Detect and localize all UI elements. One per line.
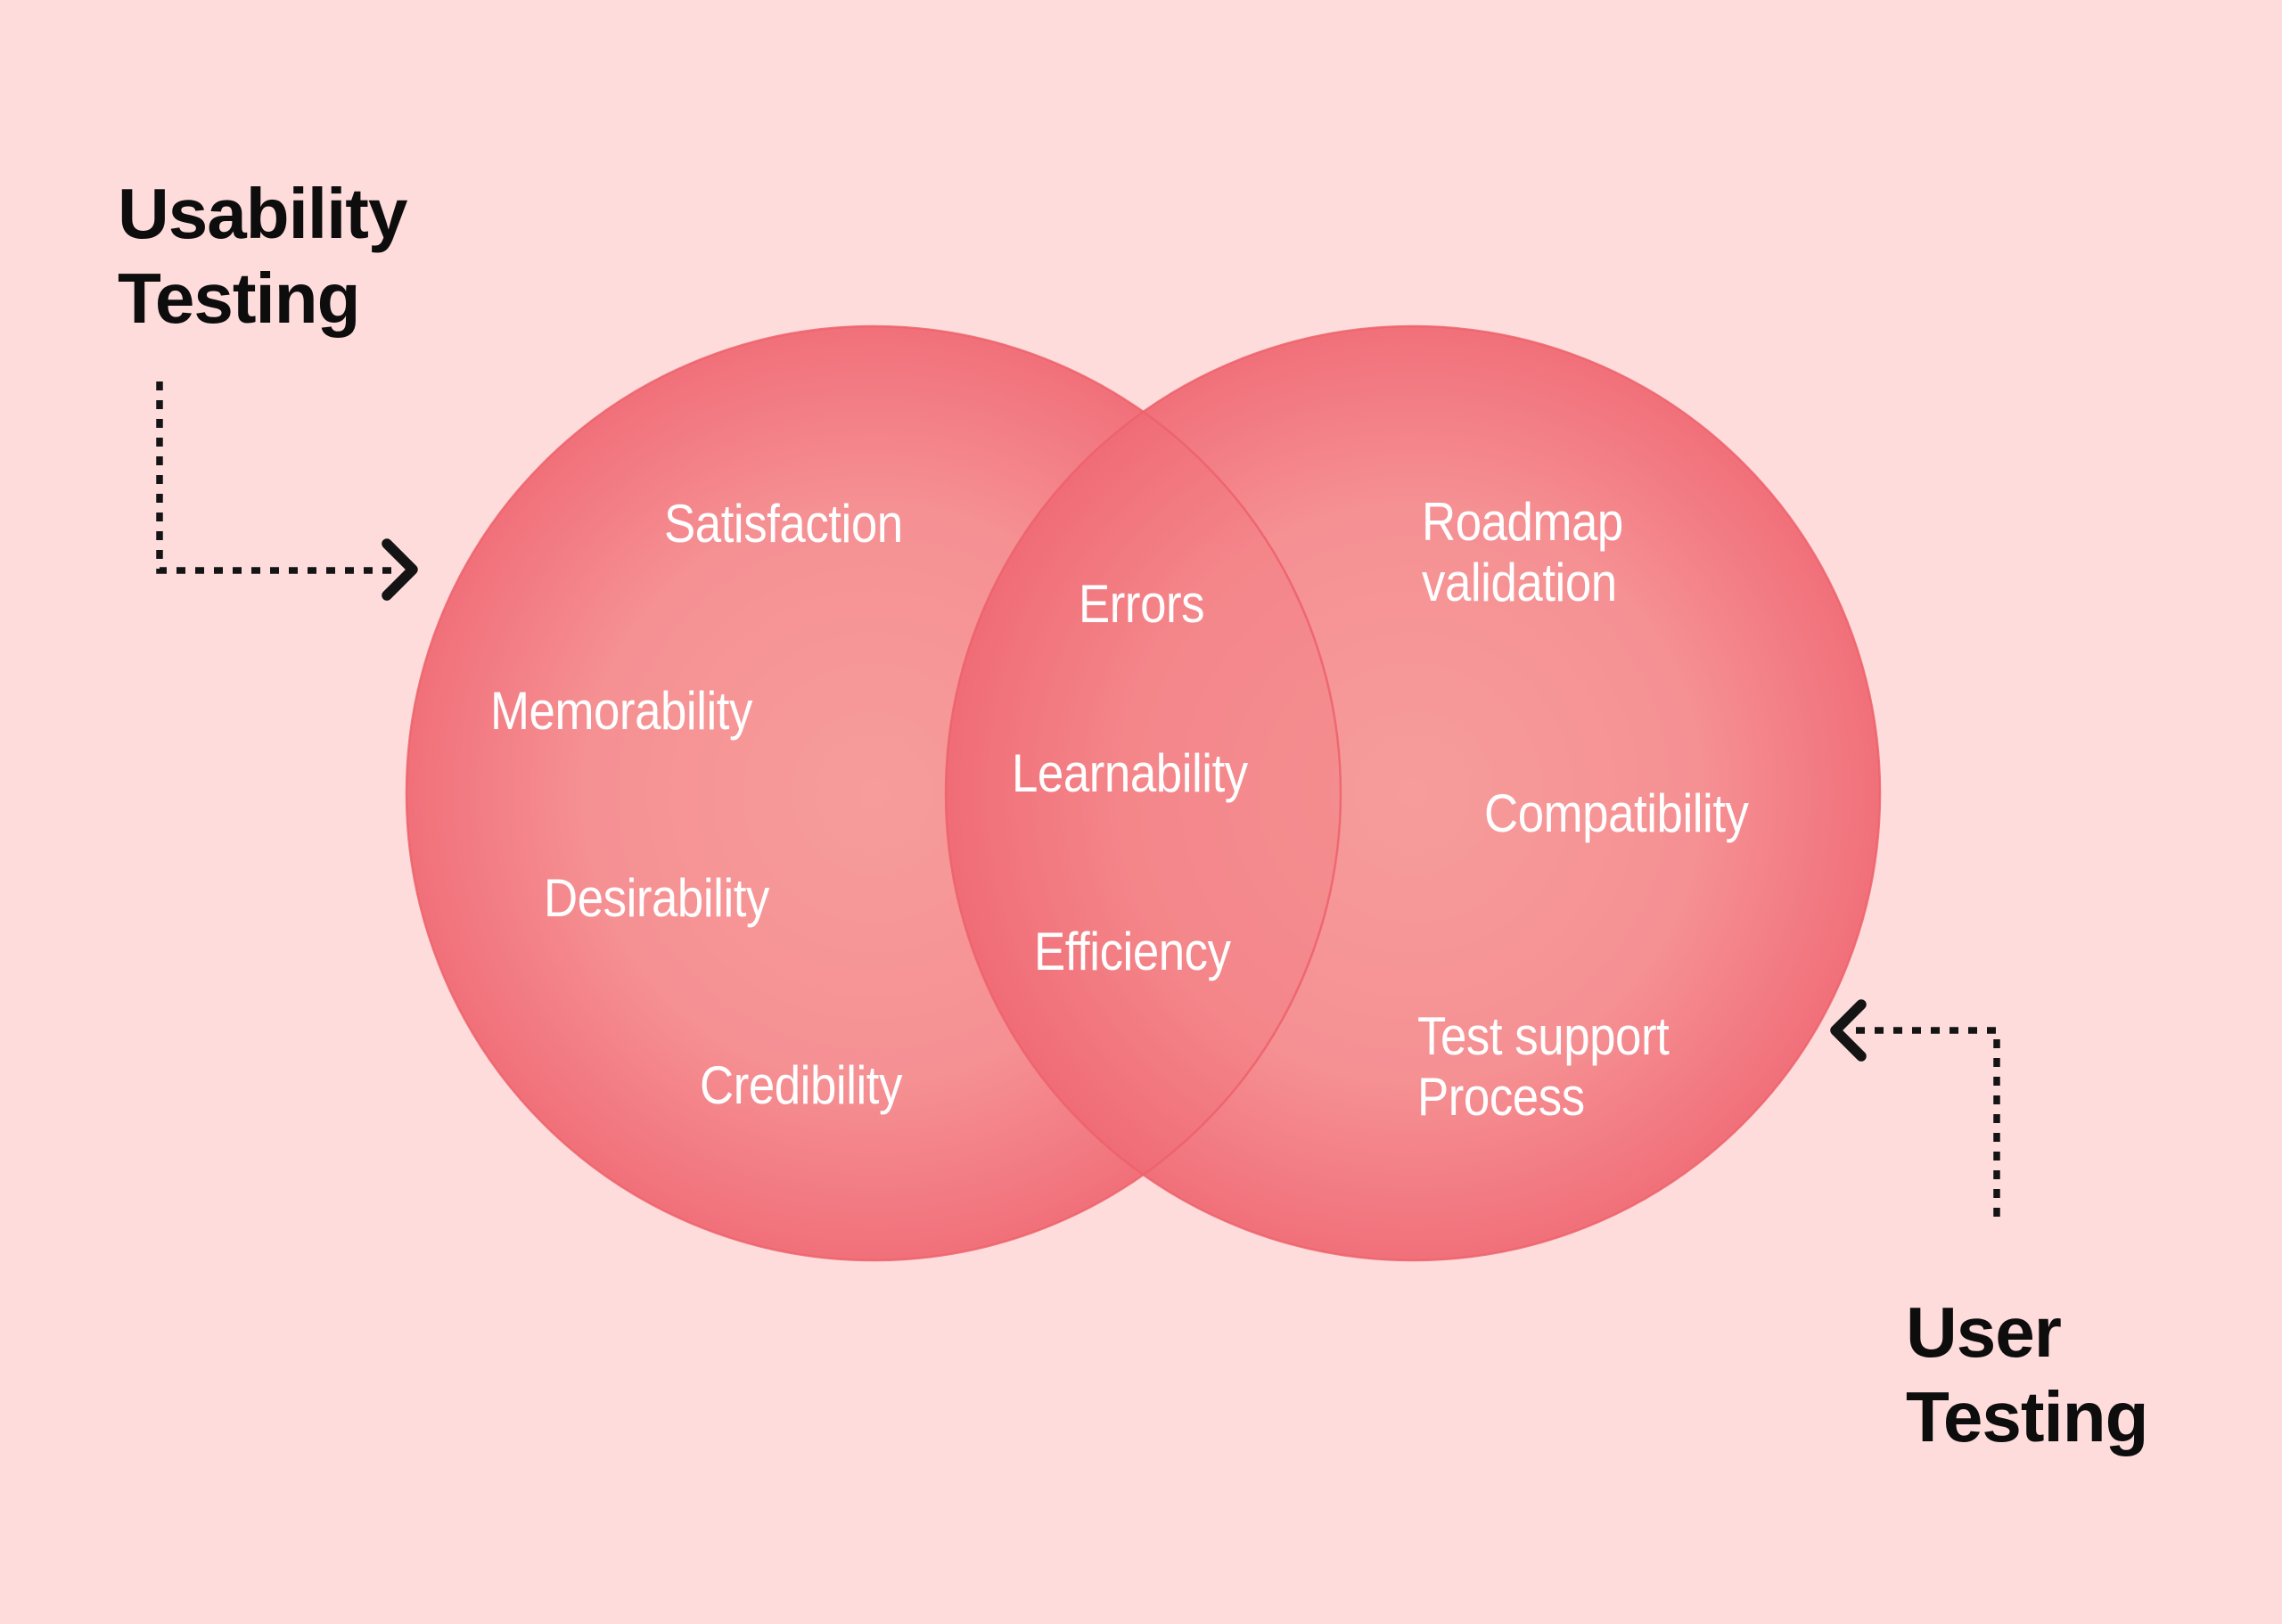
usability-arrow-icon <box>156 381 418 601</box>
label-desirability: Desirability <box>544 868 769 928</box>
usability-circle-outline <box>405 324 1342 1262</box>
overlap-lens <box>945 412 1342 1175</box>
user-title-line-1: User <box>1906 1292 2062 1372</box>
roadmap-line-2: validation <box>1422 553 1617 612</box>
user-title-line-2: Testing <box>1906 1377 2149 1456</box>
label-memorability: Memorability <box>490 681 752 741</box>
label-compatibility: Compatibility <box>1484 783 1749 843</box>
label-efficiency: Efficiency <box>1034 922 1231 981</box>
usability-title-line-1: Usability <box>118 174 407 253</box>
label-credibility: Credibility <box>700 1055 902 1115</box>
user-circle-outline <box>944 324 1882 1262</box>
label-test-support-process: Test support Process <box>1417 1006 1670 1128</box>
label-learnability: Learnability <box>1012 743 1248 803</box>
test-support-line-1: Test support <box>1417 1006 1670 1066</box>
user-testing-title: User Testing <box>1906 1290 2149 1459</box>
user-arrow-icon <box>1830 999 2000 1217</box>
label-satisfaction: Satisfaction <box>664 494 903 554</box>
label-errors: Errors <box>1079 574 1205 634</box>
test-support-line-2: Process <box>1417 1067 1585 1127</box>
user-testing-circle <box>946 326 1880 1260</box>
usability-title-line-2: Testing <box>118 258 361 338</box>
roadmap-line-1: Roadmap <box>1422 492 1623 552</box>
usability-testing-title: Usability Testing <box>118 171 407 340</box>
label-roadmap-validation: Roadmap validation <box>1422 492 1623 613</box>
